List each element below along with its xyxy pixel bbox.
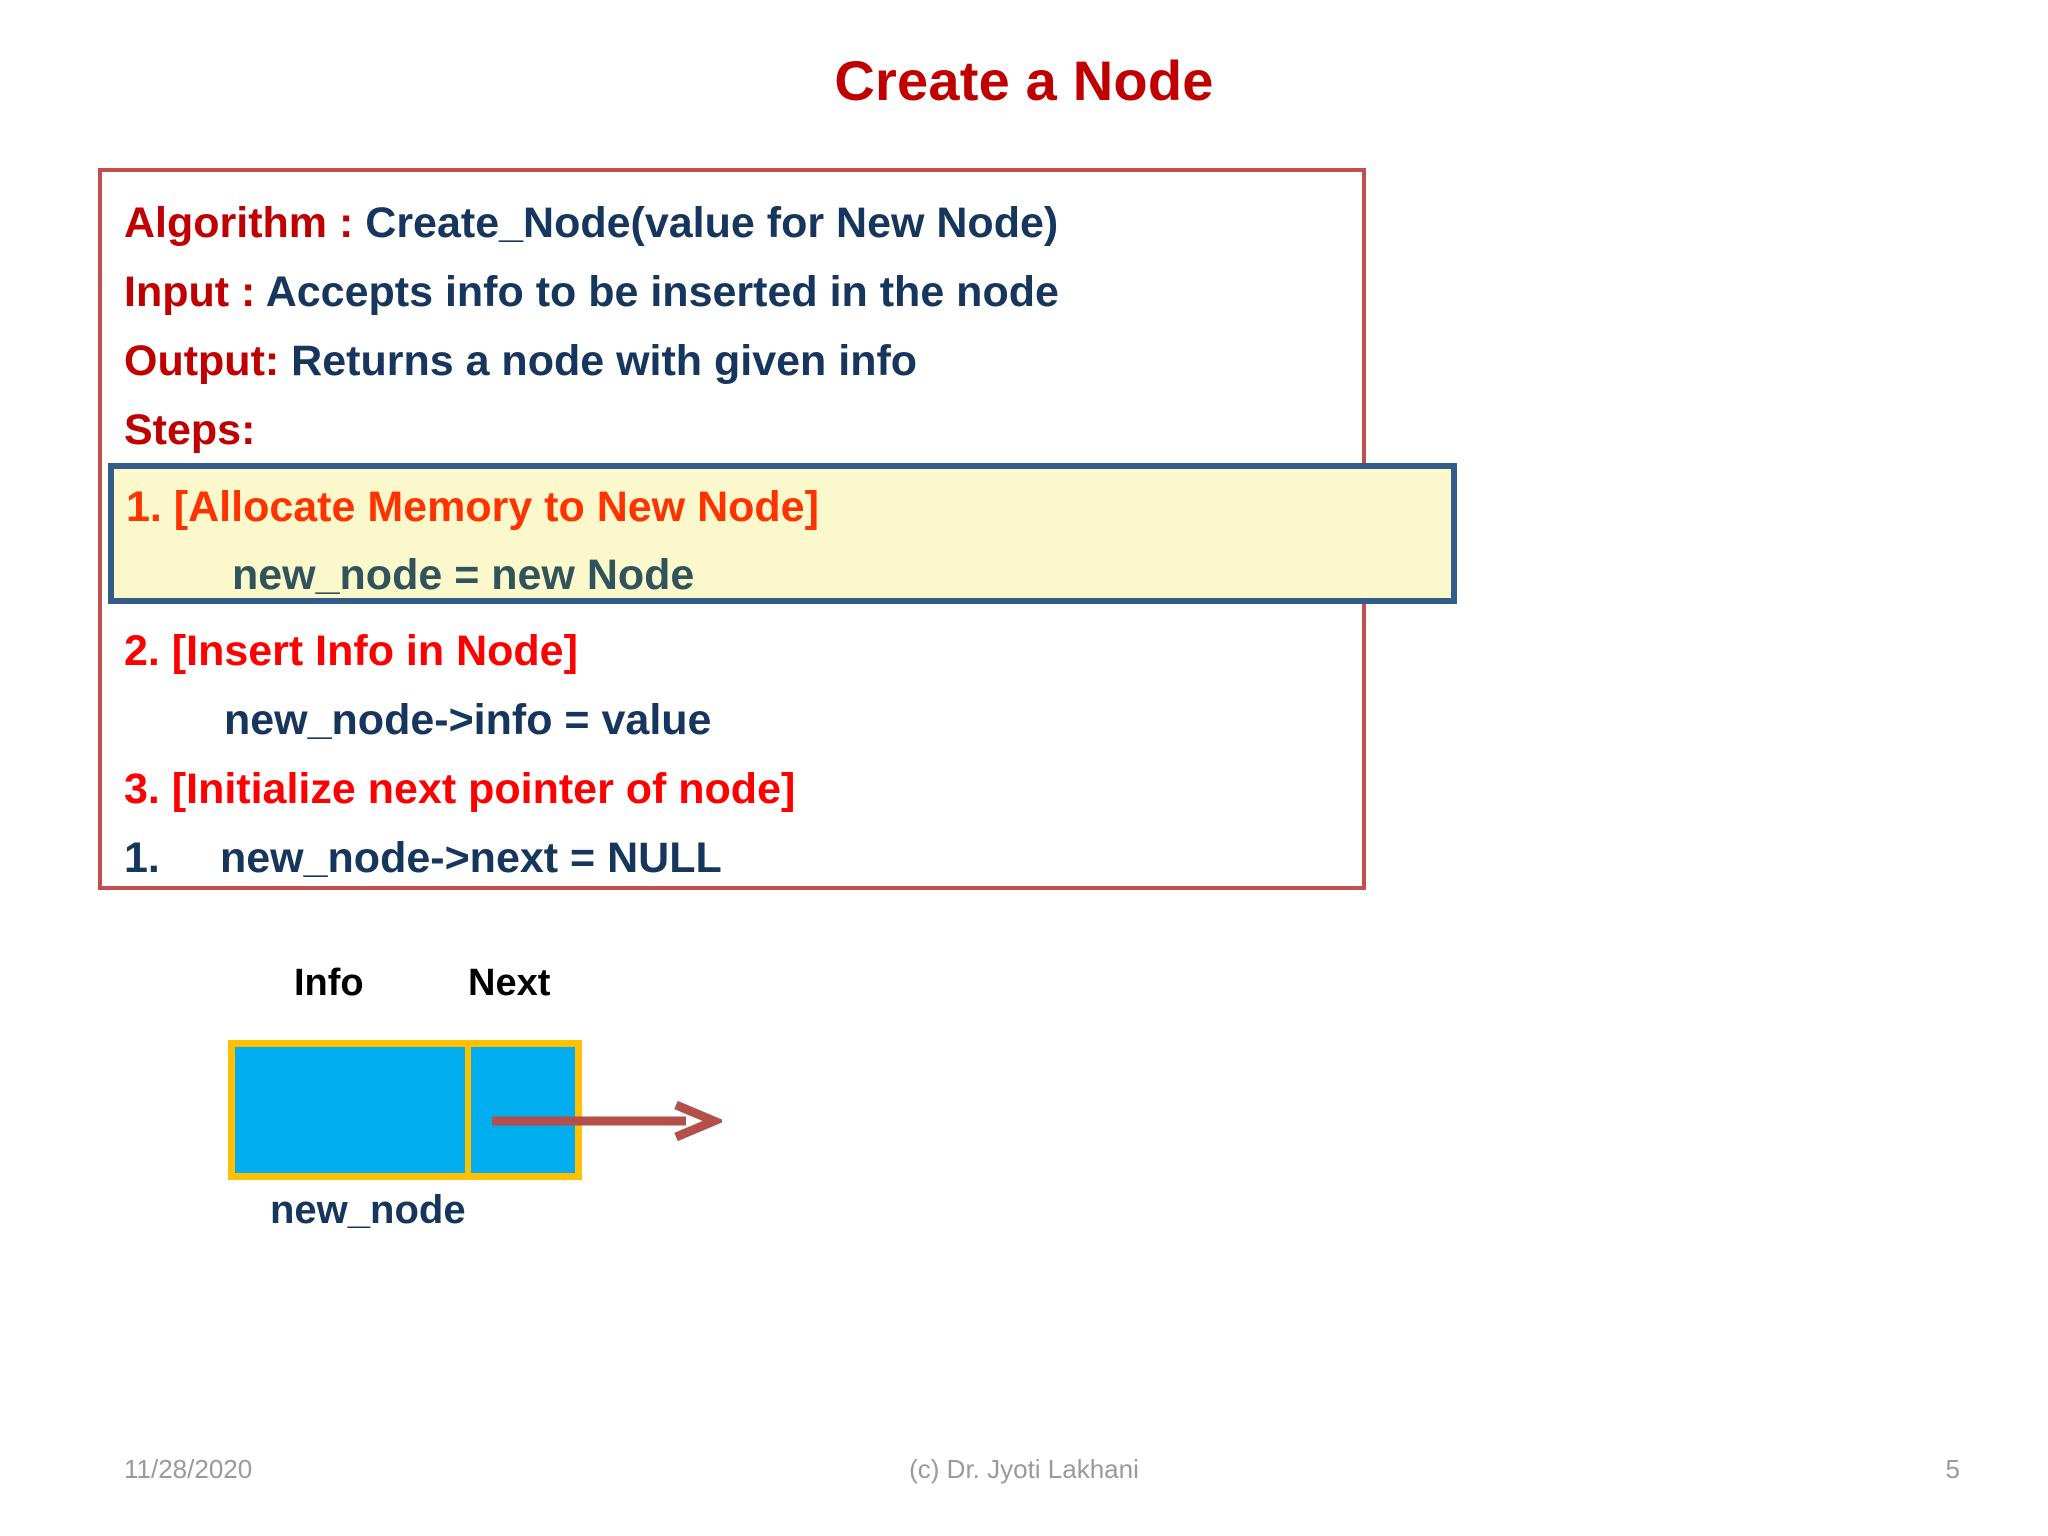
info-field-label: Info bbox=[294, 962, 364, 1004]
algorithm-signature: Create_Node(value for New Node) bbox=[365, 199, 1059, 247]
output-keyword: Output: bbox=[124, 337, 280, 385]
input-line: Input : Accepts info to be inserted in t… bbox=[124, 271, 1059, 314]
next-field-label: Next bbox=[468, 962, 551, 1004]
input-description: Accepts info to be inserted in the node bbox=[265, 268, 1059, 316]
node-diagram: Info Next new_node bbox=[228, 962, 928, 1232]
node-cell-next bbox=[471, 1047, 575, 1173]
steps-keyword: Steps: bbox=[124, 406, 256, 454]
step-2-code-text: new_node->info = value bbox=[224, 696, 712, 744]
node-cell-divider bbox=[465, 1047, 471, 1173]
step-2-title: 2. [Insert Info in Node] bbox=[124, 630, 578, 673]
output-line: Output: Returns a node with given info bbox=[124, 340, 917, 383]
step-2-code: new_node->info = value bbox=[224, 699, 711, 742]
page-title: Create a Node bbox=[834, 49, 1214, 112]
footer-credit: (c) Dr. Jyoti Lakhani bbox=[909, 1454, 1139, 1484]
node-cell-info bbox=[235, 1047, 465, 1173]
node-variable-label: new_node bbox=[270, 1188, 466, 1232]
step-2-title-text: 2. [Insert Info in Node] bbox=[124, 627, 578, 675]
step-3-code-number: 1. bbox=[124, 834, 160, 882]
output-description: Returns a node with given info bbox=[291, 337, 918, 385]
input-keyword: Input : bbox=[124, 268, 256, 316]
step-3-title: 3. [Initialize next pointer of node] bbox=[124, 768, 795, 811]
footer-date: 11/28/2020 bbox=[124, 1454, 253, 1484]
steps-line: Steps: bbox=[124, 409, 255, 452]
step-1-code-text: new_node = new Node bbox=[232, 551, 695, 599]
step-1-title-text: 1. [Allocate Memory to New Node] bbox=[126, 483, 819, 531]
node-box bbox=[228, 1040, 582, 1180]
algorithm-header-line: Algorithm : Create_Node(value for New No… bbox=[124, 202, 1058, 245]
next-pointer-arrow-icon bbox=[492, 1101, 722, 1141]
highlighted-step-1-panel: 1. [Allocate Memory to New Node] new_nod… bbox=[108, 463, 1457, 604]
step-3-code: 1. new_node->next = NULL bbox=[124, 837, 722, 880]
step-3-code-text: new_node->next = NULL bbox=[220, 834, 722, 882]
step-1-code: new_node = new Node bbox=[232, 551, 694, 600]
step-3-title-text: 3. [Initialize next pointer of node] bbox=[124, 765, 796, 813]
footer-page-number: 5 bbox=[1945, 1454, 1960, 1484]
step-1-title: 1. [Allocate Memory to New Node] bbox=[126, 483, 819, 532]
algorithm-keyword: Algorithm : bbox=[124, 199, 354, 247]
